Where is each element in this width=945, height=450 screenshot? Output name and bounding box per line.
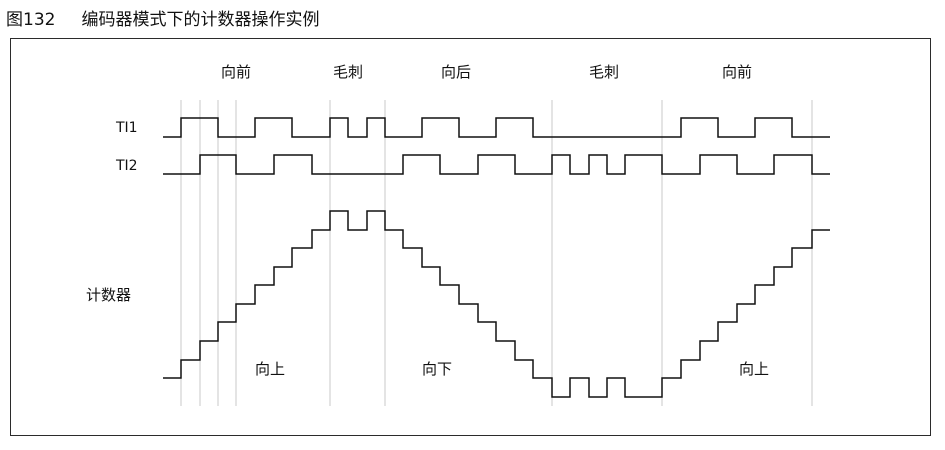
ti2-waveform [163, 154, 830, 175]
direction-label: 向下 [422, 360, 452, 378]
phase-label: 向前 [722, 63, 752, 81]
direction-label: 向上 [255, 360, 285, 378]
phase-label: 向前 [221, 63, 251, 81]
phase-label: 毛刺 [589, 63, 619, 81]
figure-number: 图132 [6, 10, 56, 30]
ti1-waveform [163, 117, 830, 138]
ti1-label: TI1 [115, 120, 138, 136]
phase-label: 毛刺 [333, 63, 363, 81]
phase-label: 向后 [441, 63, 471, 81]
figure-title: 编码器模式下的计数器操作实例 [81, 10, 320, 30]
figure-caption: 图132 编码器模式下的计数器操作实例 [6, 5, 319, 30]
diagram-frame [10, 38, 931, 436]
direction-label: 向上 [739, 360, 769, 378]
ti2-label: TI2 [115, 158, 138, 174]
reference-lines [180, 100, 813, 406]
counter-label: 计数器 [86, 286, 131, 304]
counter-waveform [163, 210, 830, 398]
